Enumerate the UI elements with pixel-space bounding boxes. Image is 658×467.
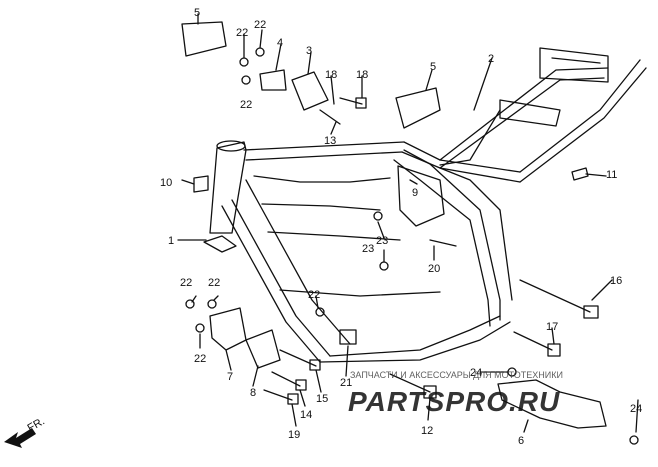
callout: 22 [194,353,206,365]
callout: 22 [240,99,252,111]
direction-arrow-icon [4,428,36,448]
callout: 13 [324,135,336,147]
callout: 6 [518,435,524,447]
callout-labels: 1 2 3 4 5 5 6 7 8 9 10 11 12 13 14 15 16… [160,7,642,447]
callout: 4 [277,37,283,49]
watermark: ЗАПЧАСТИ И АКСЕССУАРЫ ДЛЯ МОТОТЕХНИКИ PA… [348,370,563,417]
callout: 8 [250,387,256,399]
callout: 1 [168,235,174,247]
callout: 23 [362,243,374,255]
callout: 14 [300,409,312,421]
callout: 23 [376,235,388,247]
callout: 22 [180,277,192,289]
callout: 24 [470,367,482,379]
callout: 16 [610,275,622,287]
callout: 18 [325,69,337,81]
callout: 5 [194,7,200,19]
watermark-logo: PARTSPRO.RU [348,386,560,417]
frame-drawing [177,13,647,445]
callout: 22 [236,27,248,39]
callout: 5 [430,61,436,73]
callout: 11 [606,169,617,181]
callout: 12 [421,425,433,437]
callout: 2 [488,53,494,65]
callout: 22 [254,19,266,31]
callout: 20 [428,263,440,275]
callout: 17 [546,321,558,333]
callout: 18 [356,69,368,81]
callout: 24 [630,403,642,415]
callout: 21 [340,377,352,389]
watermark-subtitle: ЗАПЧАСТИ И АКСЕССУАРЫ ДЛЯ МОТОТЕХНИКИ [350,370,563,380]
callout: 10 [160,177,172,189]
callout: 3 [306,45,312,57]
callout: 22 [308,289,320,301]
callout: 7 [227,371,233,383]
direction-label: FR. [26,415,47,434]
callout: 15 [316,393,328,405]
callout: 22 [208,277,220,289]
callout: 9 [412,187,418,199]
callout: 19 [288,429,300,441]
